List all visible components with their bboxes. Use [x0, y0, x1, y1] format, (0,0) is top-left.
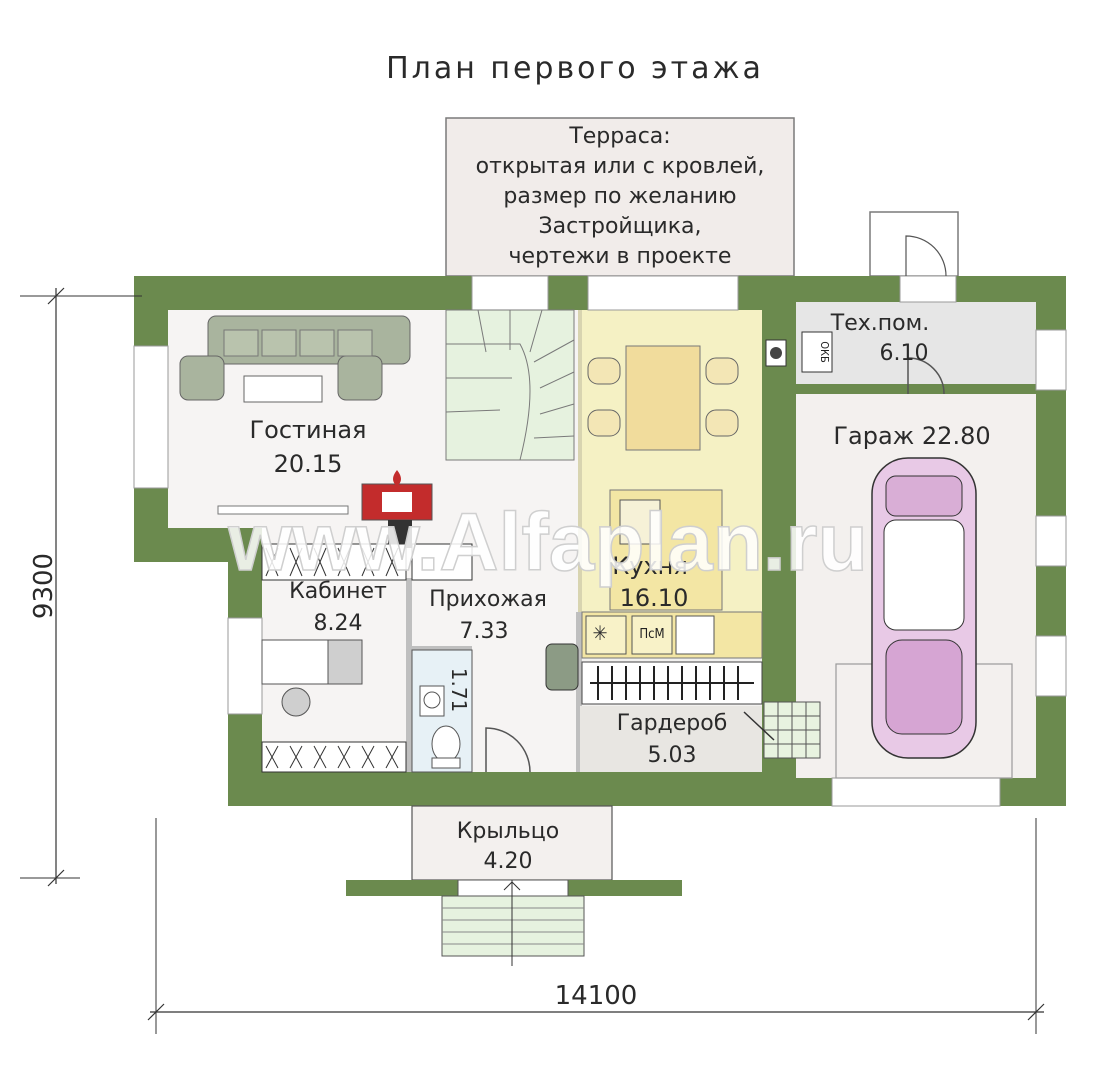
garage-label: Гараж 22.80: [833, 422, 990, 450]
dining-table: [587, 345, 739, 451]
staircase: [445, 309, 575, 461]
tech-entrance-step: [869, 211, 959, 277]
entrance-door: [485, 727, 531, 773]
fireplace: [361, 470, 433, 548]
bath-area: 1.71: [447, 668, 471, 713]
living-room-name: Гостиная: [250, 416, 367, 444]
porch-name: Крыльцо: [457, 819, 559, 844]
garage-steps: [743, 701, 821, 759]
hall-name: Прихожая: [429, 587, 547, 612]
tech-room-name: Тех.пом.: [830, 311, 929, 336]
office-furniture: [261, 543, 407, 773]
hall-bench: [545, 643, 579, 691]
dimension-width: 14100: [147, 818, 1045, 1034]
terrace: Терраса: открытая или с кровлей, размер …: [445, 117, 795, 277]
toilet-icon: [431, 725, 461, 763]
snowflake-icon: ✳: [592, 621, 607, 645]
watermark: www.Alfaplan.ru: [227, 497, 867, 588]
terrace-text-3: размер по желанию: [503, 184, 736, 209]
wardrobe-floor: [580, 706, 762, 772]
tv-stand: [217, 505, 349, 515]
dimension-height: 9300: [20, 287, 142, 887]
tech-room-floor: [796, 302, 1036, 384]
dishwasher-label: ПсМ: [639, 627, 664, 642]
office-name: Кабинет: [289, 579, 387, 604]
boiler-label: ОКБ: [818, 341, 831, 363]
kitchen-area: 16.10: [620, 584, 689, 612]
terrace-text-1: Терраса:: [568, 124, 670, 149]
boiler: ОКБ: [765, 331, 833, 373]
windows: [133, 275, 1067, 807]
terrace-text-5: чертежи в проекте: [509, 244, 732, 269]
tech-outer-door: [905, 235, 947, 277]
wardrobe-rack: [581, 661, 763, 705]
kitchen-name: Кухня: [612, 552, 688, 580]
porch: [346, 805, 682, 966]
cooktop: [619, 499, 661, 545]
terrace-text-2: открытая или с кровлей,: [476, 154, 765, 179]
interior-walls: [406, 310, 582, 772]
terrace-text-4: Застройщика,: [538, 214, 701, 239]
living-room-area: 20.15: [274, 450, 343, 478]
office-area: 8.24: [314, 611, 363, 636]
porch-area: 4.20: [484, 849, 533, 874]
tech-room-area: 6.10: [880, 341, 929, 366]
hall-area: 7.33: [460, 619, 509, 644]
plan-title: План первого этажа: [386, 51, 764, 86]
bathroom: [411, 649, 473, 773]
hall-shelf: [411, 543, 473, 581]
wardrobe-name: Гардероб: [617, 711, 728, 736]
height-dimension: 9300: [29, 553, 59, 619]
tech-door: [907, 357, 945, 395]
wardrobe-area: 5.03: [648, 743, 697, 768]
tech-garage-wall: [796, 384, 1036, 394]
sofa: [179, 315, 411, 403]
car: [835, 457, 1013, 779]
kitchen-counter: [581, 611, 763, 659]
width-dimension: 14100: [555, 981, 638, 1011]
flame-icon: [393, 470, 401, 486]
